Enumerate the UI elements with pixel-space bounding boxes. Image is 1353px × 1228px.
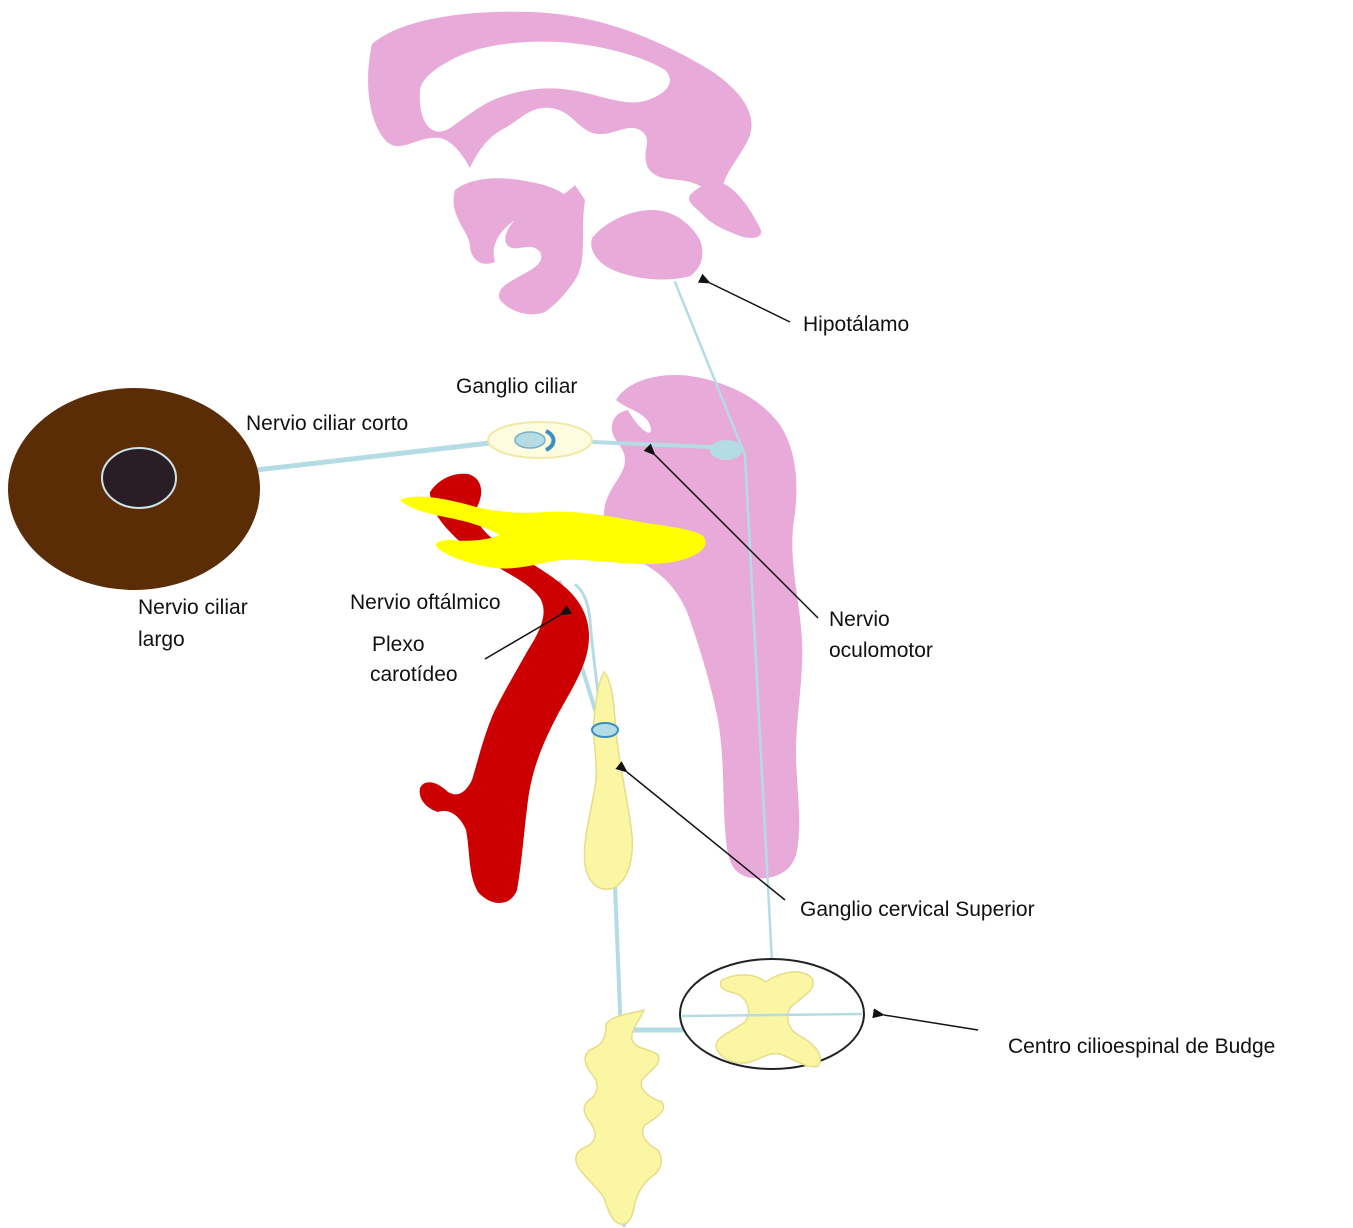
label-ganglio-cervical-superior: Ganglio cervical Superior [800, 895, 1035, 925]
label-hipotalamo: Hipotálamo [803, 310, 909, 340]
label-nervio-ciliar-largo-line1: Nervio ciliar [138, 593, 248, 623]
hypothalamus-shape [591, 210, 702, 279]
label-nervio-ciliar-largo-line2: largo [138, 625, 185, 655]
label-plexo-carotideo-line1: Plexo [372, 630, 425, 660]
corpus-callosum-shape [368, 12, 751, 190]
label-nervio-oculomotor-line1: Nervio [829, 605, 890, 635]
ciliary-ganglion-cell [515, 432, 545, 448]
label-plexo-carotideo-line2: carotídeo [370, 660, 458, 690]
brain-hypothalamus-region [368, 12, 761, 315]
arrow-icon [710, 283, 790, 322]
cervical-ganglion-cell [592, 723, 618, 737]
brain-posterior-shape [689, 183, 761, 238]
eye-icon [8, 388, 260, 590]
label-nervio-ciliar-corto: Nervio ciliar corto [246, 409, 408, 439]
ciliary-ganglion [488, 422, 592, 458]
eye-pupil [102, 448, 176, 508]
label-nervio-oftalmico: Nervio oftálmico [350, 588, 501, 618]
spinal-cord-section [680, 959, 864, 1069]
label-centro-cilioespinal: Centro cilioespinal de Budge [1008, 1032, 1275, 1062]
brainstem-shape [604, 375, 802, 878]
label-nervio-oculomotor-line2: oculomotor [829, 636, 933, 666]
label-ganglio-ciliar: Ganglio ciliar [456, 372, 577, 402]
oculomotor-nucleus [710, 440, 742, 460]
sympathetic-chain-shape [576, 1010, 664, 1224]
arrow-icon [884, 1015, 978, 1030]
